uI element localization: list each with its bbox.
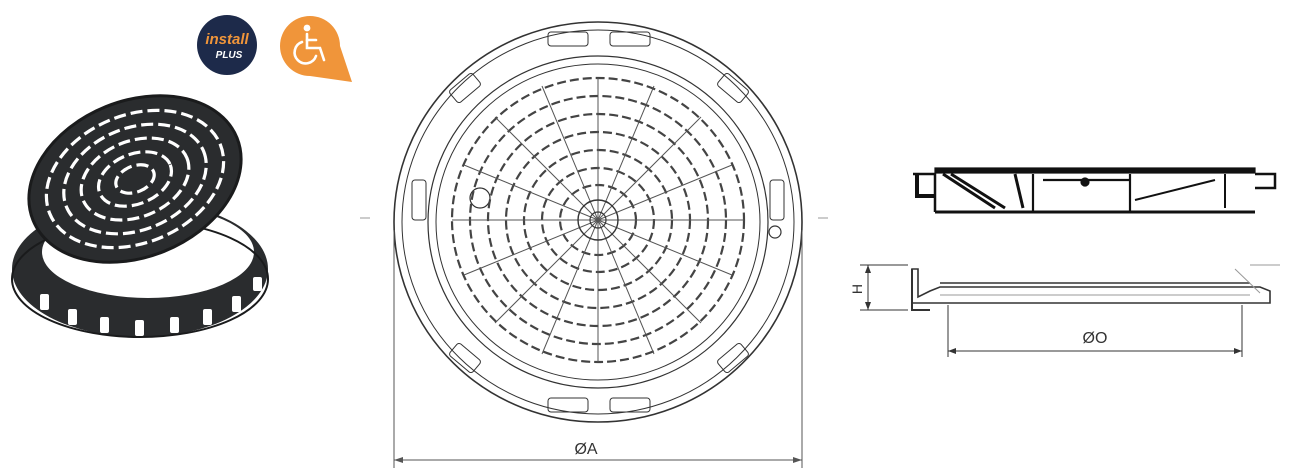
manhole-cover-3d-render (0, 84, 300, 354)
install-badge-line2: PLUS (216, 50, 243, 61)
install-plus-badge: install PLUS (196, 14, 258, 76)
cover-top-view-drawing: ØA (360, 0, 840, 468)
accessibility-badge (276, 12, 352, 82)
dimension-label-clear-opening: ØO (1083, 330, 1108, 347)
frame-side-elevation-drawing: H ØO (840, 255, 1291, 370)
wheelchair-icon (293, 24, 326, 65)
cover-cross-section-drawing (905, 160, 1285, 220)
install-badge-line1: install (205, 31, 249, 48)
dimension-label-overall-diameter: ØA (574, 441, 597, 458)
dimension-label-height: H (849, 284, 865, 294)
